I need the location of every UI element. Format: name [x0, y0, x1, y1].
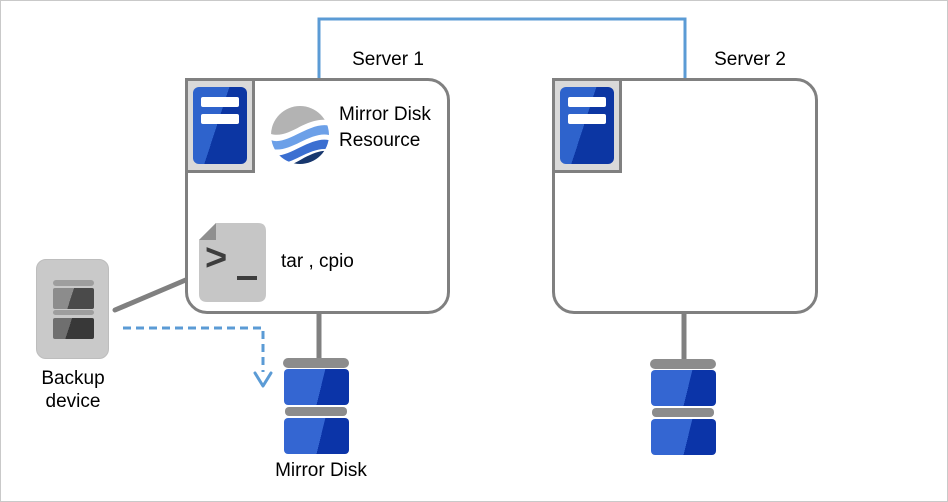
drive-slot: [568, 97, 606, 107]
disk-cap: [283, 358, 349, 368]
device-bar: [53, 280, 94, 286]
disk-platter: [283, 369, 349, 405]
mirror-disk-resource-label: Mirror Disk Resource: [339, 104, 431, 151]
disk-platter: [283, 418, 349, 454]
disk-platter: [650, 419, 716, 455]
backup-device-icon: [36, 259, 109, 359]
server2-title: Server 2: [714, 49, 786, 70]
server1-title: Server 1: [352, 49, 424, 70]
backup-commands-label: tar , cpio: [281, 251, 354, 272]
server-tower: [193, 87, 247, 164]
drive-slot: [201, 97, 239, 107]
server-icon: [552, 78, 622, 173]
device-slot: [53, 288, 94, 309]
server-tower: [560, 87, 614, 164]
mirror-disk-label: Mirror Disk: [275, 460, 367, 481]
mirror-disk-icon: [283, 358, 349, 454]
disk-platter: [650, 370, 716, 406]
backup-to-disk-dashed-line: [123, 326, 265, 372]
disk-bar: [285, 407, 347, 416]
mirror-disk-icon: [650, 359, 716, 455]
shell-script-icon: >: [199, 223, 266, 302]
server-icon: [185, 78, 255, 173]
disk-bar: [652, 408, 714, 417]
backup-device-label: Backup device: [41, 368, 105, 412]
svg-text:>: >: [205, 237, 227, 279]
mirror-disk-resource-icon: [271, 106, 329, 164]
drive-slot: [201, 114, 239, 124]
arrowhead-down-icon: [253, 371, 273, 388]
device-slot: [53, 318, 94, 339]
backup-to-server-line: [112, 276, 191, 313]
device-bar: [53, 310, 94, 315]
disk-cap: [650, 359, 716, 369]
drive-slot: [568, 114, 606, 124]
